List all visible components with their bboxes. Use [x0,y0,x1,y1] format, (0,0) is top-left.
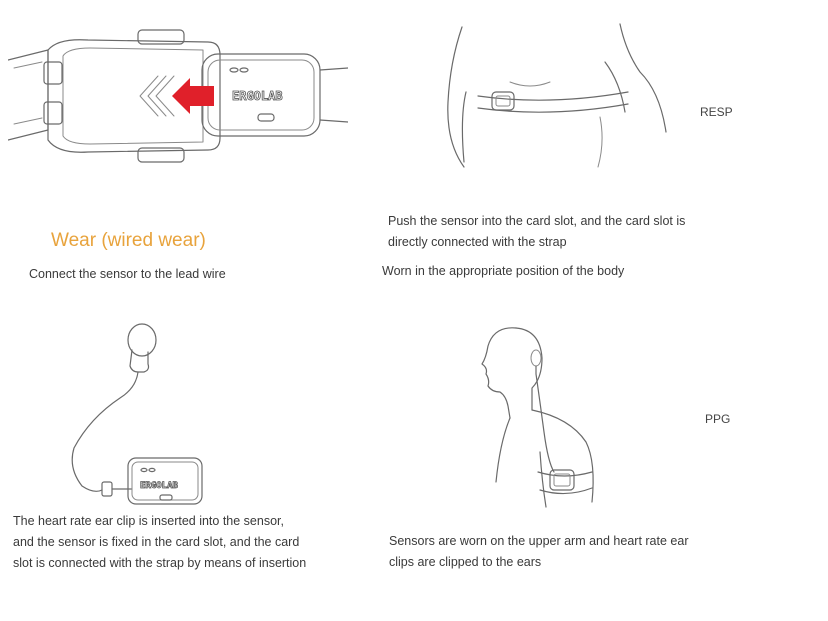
insert-arrow-icon [172,78,214,114]
resp-label: RESP [700,105,733,119]
wired-wear-caption: Connect the sensor to the lead wire [29,267,226,281]
svg-text:ERGOLAB: ERGOLAB [140,481,179,491]
ear-caption-line3: slot is connected with the strap by mean… [13,556,307,570]
ear-caption-line2: and the sensor is fixed in the card slot… [13,535,300,549]
ear-clip-sensor-illustration: ERGOLAB [71,323,203,505]
device-logo: ERGOLAB [232,89,283,103]
resp-caption-line1: Push the sensor into the card slot, and … [388,214,686,228]
resp-caption-line3: Worn in the appropriate position of the … [382,264,625,278]
ppg-caption-line1: Sensors are worn on the upper arm and he… [389,534,689,548]
upper-arm-wear-illustration [481,327,594,508]
ppg-label: PPG [705,412,731,426]
ppg-caption-line2: clips are clipped to the ears [389,555,542,569]
wired-wear-heading: Wear (wired wear) [51,230,206,251]
chest-strap-illustration [447,23,667,168]
sensor-card-slot-illustration: ERGOLAB [8,29,348,163]
resp-caption-line2: directly connected with the strap [388,235,567,249]
ear-caption-line1: The heart rate ear clip is inserted into… [13,514,284,528]
